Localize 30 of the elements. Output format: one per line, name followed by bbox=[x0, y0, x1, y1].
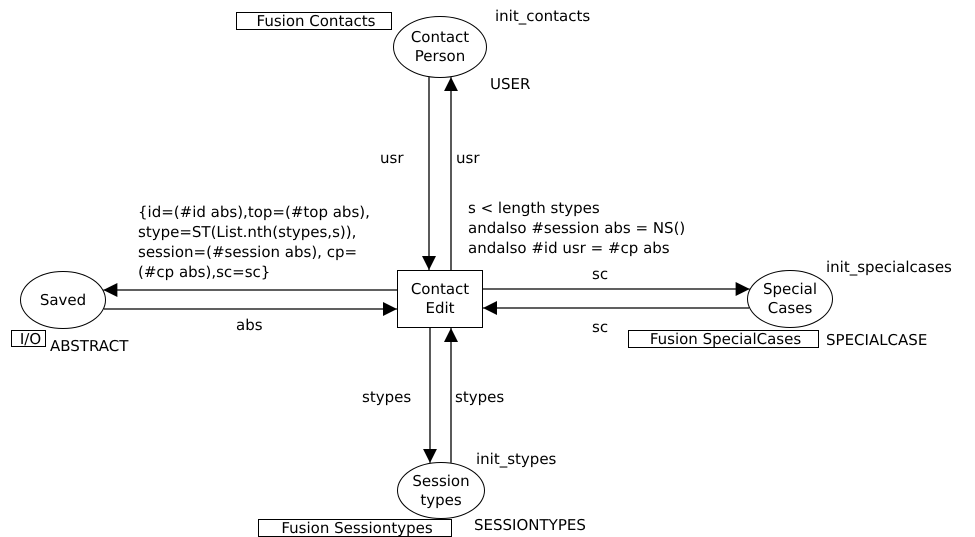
fusion-tag: Fusion Contacts bbox=[236, 12, 392, 30]
guard-text: andalso #id usr = #cp abs bbox=[468, 238, 670, 258]
place-name: Contact Person bbox=[410, 28, 470, 66]
place-name: Session types bbox=[411, 472, 471, 510]
place-annotation: init_contacts bbox=[495, 6, 590, 26]
place-annotation: init_specialcases bbox=[826, 257, 952, 277]
arc-arrow bbox=[444, 328, 458, 463]
place-annotation: ABSTRACT bbox=[50, 336, 128, 356]
arc-arrow bbox=[103, 283, 397, 297]
place-annotation: init_stypes bbox=[476, 449, 556, 469]
fusion-tag: Fusion SpecialCases bbox=[628, 330, 819, 348]
fusion-tag: I/O bbox=[11, 330, 46, 347]
guard-text: andalso #session abs = NS() bbox=[468, 218, 686, 238]
place-name: Saved bbox=[38, 290, 88, 310]
fusion-tag: Fusion Sessiontypes bbox=[258, 519, 452, 537]
arc-arrow bbox=[423, 328, 437, 463]
place-annotation: SESSIONTYPES bbox=[474, 515, 586, 535]
place-ellipse bbox=[393, 16, 487, 78]
place-annotation: SPECIALCASE bbox=[826, 330, 928, 350]
arc-arrow bbox=[483, 301, 750, 315]
arc-arrow bbox=[483, 282, 750, 296]
guard-text: s < length stypes bbox=[468, 198, 600, 218]
arc-arrow bbox=[444, 77, 458, 270]
arc-arrow bbox=[104, 302, 397, 316]
transition-box bbox=[397, 270, 483, 328]
transition-name: Contact Edit bbox=[410, 280, 470, 318]
place-annotation: USER bbox=[490, 74, 530, 94]
place-name: Special Cases bbox=[762, 280, 818, 318]
arc-arrow bbox=[422, 77, 436, 270]
place-ellipse bbox=[20, 271, 106, 329]
